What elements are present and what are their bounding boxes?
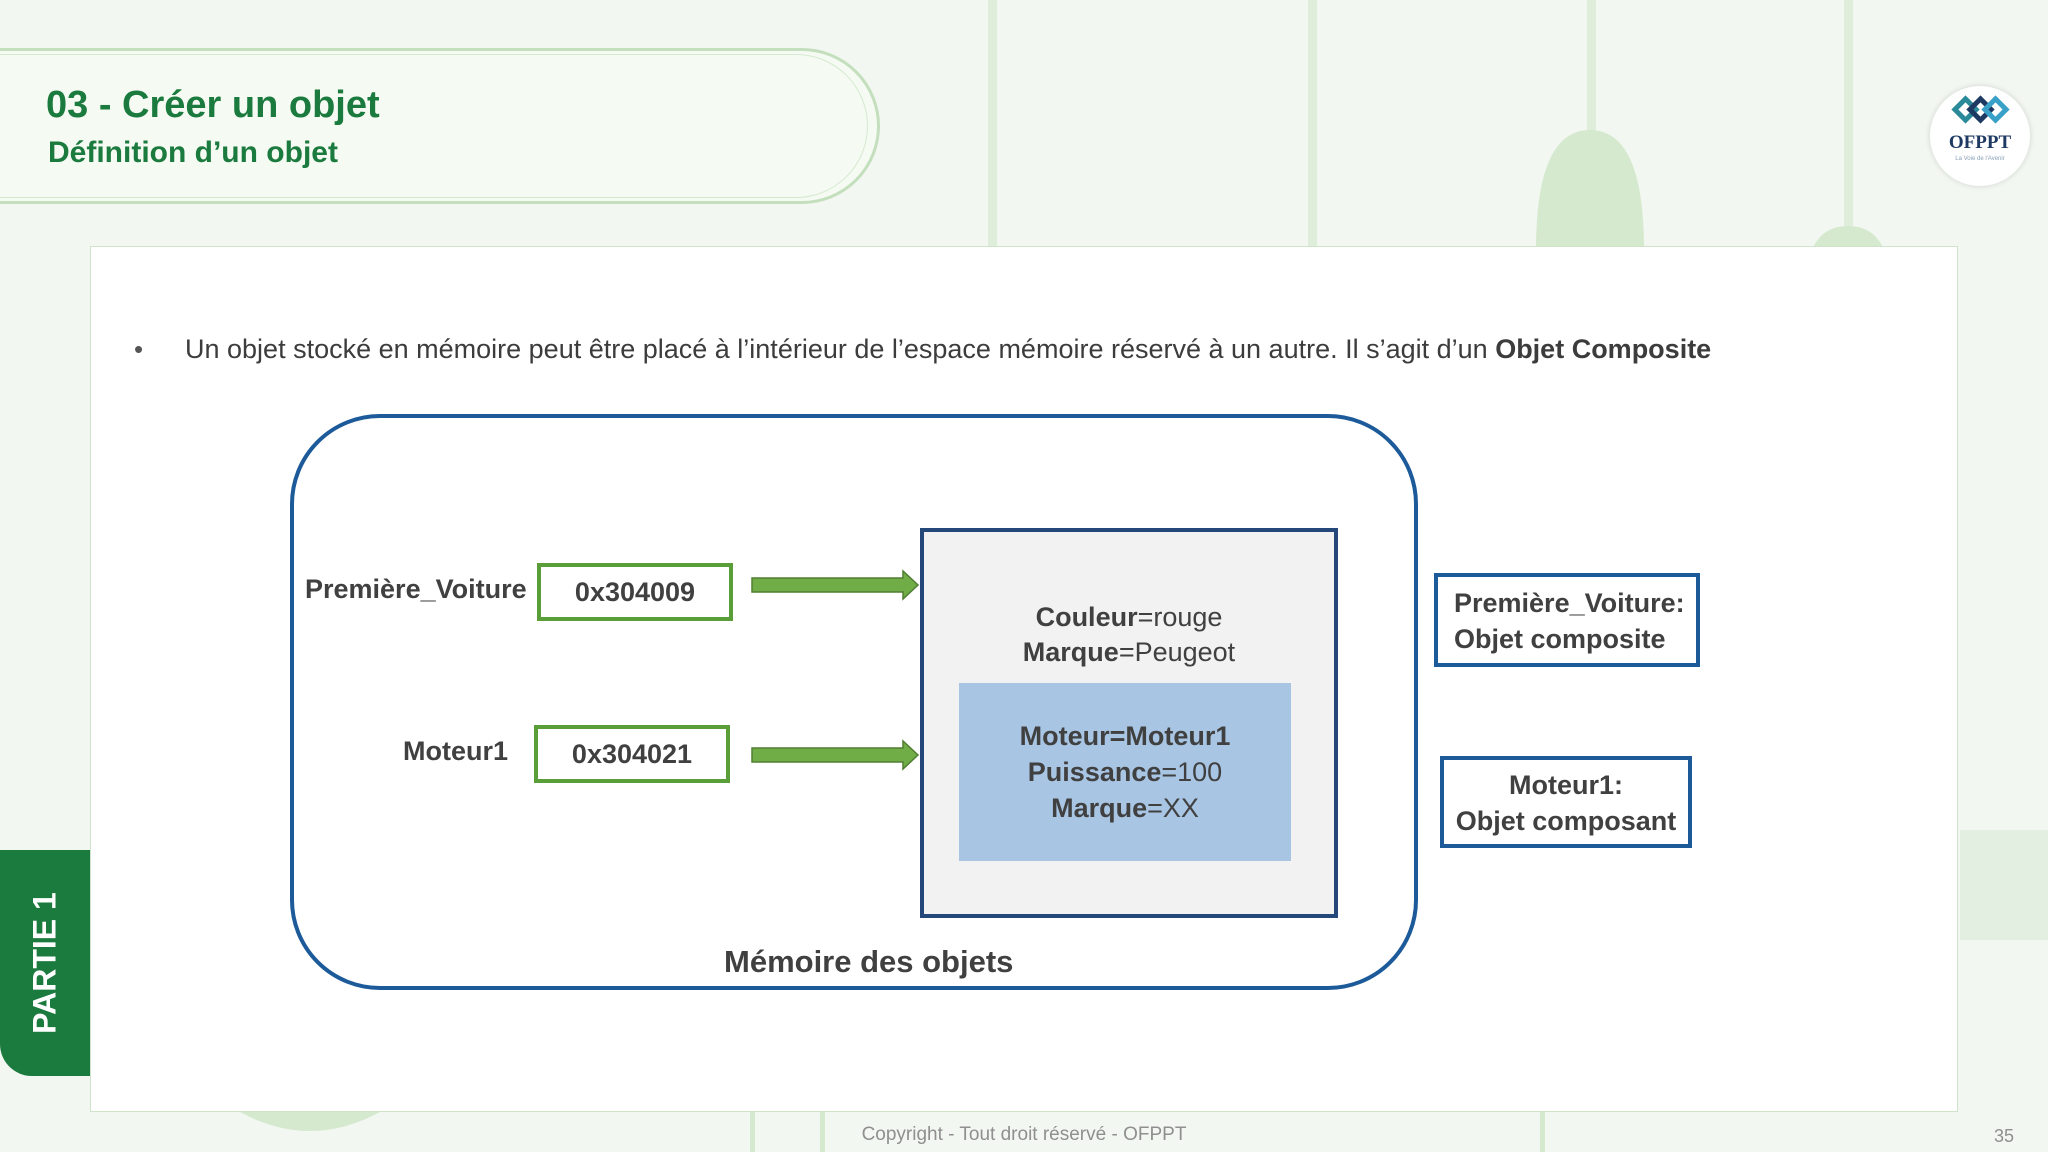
note-composite-object: Première_Voiture: Objet composite bbox=[1434, 573, 1700, 667]
inner-puissance-line: Puissance=100 bbox=[959, 757, 1291, 788]
object-couleur-line: Couleur=rouge bbox=[924, 602, 1334, 633]
partie-label: PARTIE 1 bbox=[26, 892, 63, 1034]
arrow-right-icon bbox=[751, 569, 920, 601]
header-banner bbox=[0, 48, 880, 204]
object-couleur-key: Couleur bbox=[1035, 602, 1138, 632]
variable-name-moteur1: Moteur1 bbox=[403, 736, 509, 766]
bullet-text: Un objet stocké en mémoire peut être pla… bbox=[185, 334, 1711, 365]
logo-tagline: La Voie de l'Avenir bbox=[1955, 156, 2005, 162]
bullet-text-regular: Un objet stocké en mémoire peut être pla… bbox=[185, 334, 1496, 364]
component-object-box: Moteur=Moteur1 Puissance=100 Marque=XX bbox=[959, 683, 1291, 861]
variable-name-premiere-voiture: Première_Voiture bbox=[305, 574, 527, 604]
header-banner-inner-border bbox=[0, 54, 868, 198]
inner-puissance-value: =100 bbox=[1161, 757, 1223, 787]
address-box-moteur1: 0x304021 bbox=[534, 725, 730, 783]
page-number: 35 bbox=[1994, 1126, 2015, 1146]
logo-text: OFPPT bbox=[1948, 132, 2012, 153]
address-box-premiere-voiture: 0x304009 bbox=[537, 563, 733, 621]
arrow-right-icon bbox=[751, 739, 920, 771]
ofppt-logo-mark-icon bbox=[1951, 95, 2010, 124]
ofppt-logo: OFPPT La Voie de l'Avenir bbox=[1930, 86, 2030, 186]
page-title: 03 - Créer un objet bbox=[46, 84, 380, 126]
memory-container bbox=[290, 414, 1418, 990]
footer-copyright: Copyright - Tout droit réservé - OFPPT bbox=[861, 1124, 1187, 1145]
inner-marque-key: Marque bbox=[1051, 793, 1148, 823]
note-component-line2: Objet composant bbox=[1455, 806, 1677, 836]
inner-moteur-line: Moteur=Moteur1 bbox=[959, 721, 1291, 752]
bullet-dot: • bbox=[134, 334, 144, 364]
memory-label: Mémoire des objets bbox=[724, 944, 1014, 979]
inner-marque-line: Marque=XX bbox=[959, 793, 1291, 824]
object-couleur-value: =rouge bbox=[1137, 602, 1223, 632]
note-component-object: Moteur1: Objet composant bbox=[1440, 756, 1692, 848]
object-marque-key: Marque bbox=[1022, 637, 1119, 667]
bullet-text-bold: Objet Composite bbox=[1495, 334, 1712, 364]
note-component-line1: Moteur1: bbox=[1509, 770, 1623, 800]
inner-moteur-text: Moteur=Moteur1 bbox=[1019, 721, 1231, 751]
partie-tab: PARTIE 1 bbox=[0, 850, 90, 1076]
note-composite-line2: Objet composite bbox=[1454, 624, 1666, 654]
inner-marque-value: =XX bbox=[1147, 793, 1199, 823]
object-marque-line: Marque=Peugeot bbox=[924, 637, 1334, 668]
page-subtitle: Définition d’un objet bbox=[48, 136, 338, 169]
note-composite-line1: Première_Voiture: bbox=[1454, 588, 1685, 618]
inner-puissance-key: Puissance bbox=[1027, 757, 1162, 787]
object-marque-value: =Peugeot bbox=[1118, 637, 1236, 667]
